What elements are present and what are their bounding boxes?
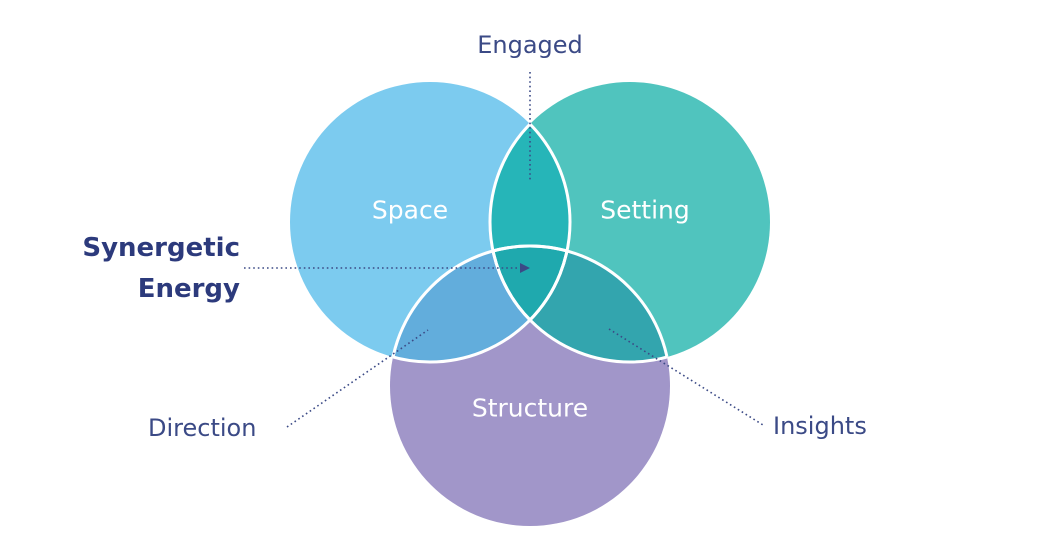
setting-label: Setting xyxy=(600,196,690,225)
insights-callout: Insights xyxy=(773,412,867,440)
structure-label: Structure xyxy=(472,394,588,423)
synergetic-callout-line1: Synergetic xyxy=(82,233,240,263)
setting-edge-in-structure xyxy=(488,246,670,364)
setting-structure-overlap xyxy=(490,246,670,362)
synergetic-arrowhead xyxy=(520,263,530,273)
space-label: Space xyxy=(372,196,448,225)
structure-edge-in-setting xyxy=(490,244,672,362)
direction-callout: Direction xyxy=(148,414,256,442)
space-edge-in-structure xyxy=(390,246,572,364)
direction-leader xyxy=(286,329,429,428)
engaged-callout: Engaged xyxy=(477,31,583,59)
synergetic-callout-line2: Energy xyxy=(138,274,240,304)
space-edge-in-setting xyxy=(490,82,572,362)
setting-edge-in-space xyxy=(488,82,570,362)
space-structure-overlap xyxy=(390,246,570,362)
